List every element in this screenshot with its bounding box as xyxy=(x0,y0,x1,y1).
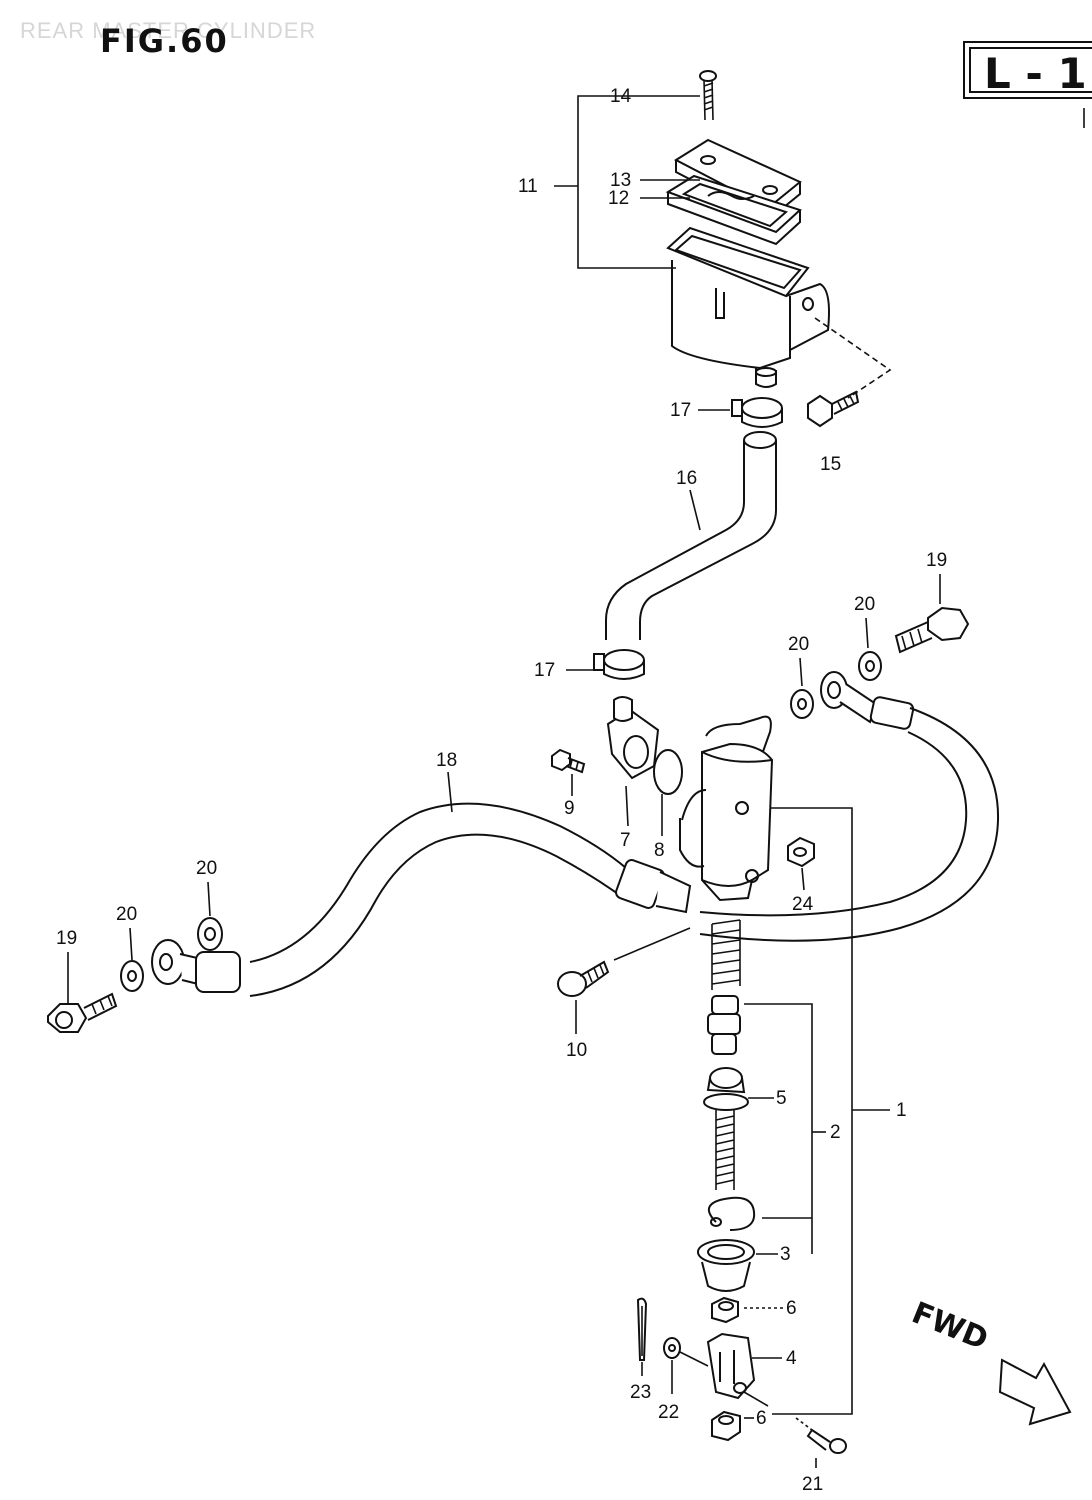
washer-hole-right-a xyxy=(865,660,875,672)
washer-part-20-left-b xyxy=(120,960,144,992)
nut-part-6-upper xyxy=(711,1296,739,1324)
callout-18: 18 xyxy=(436,750,457,771)
leader-20-right-b xyxy=(799,657,803,687)
fwd-arrow-icon xyxy=(998,1358,1072,1426)
washer-hole-22 xyxy=(668,1344,676,1352)
leader-24 xyxy=(801,867,805,891)
o-ring-part-8 xyxy=(653,749,683,795)
clamp-part-17-lower xyxy=(593,649,645,680)
forward-direction-indicator: FWD xyxy=(907,1296,1072,1426)
piston-cups xyxy=(707,995,741,1055)
callout-24: 24 xyxy=(792,894,814,915)
cylinder-body-part-1 xyxy=(679,715,774,902)
screw-part-9 xyxy=(551,748,586,774)
leader-15-dashed xyxy=(814,317,892,399)
callout-10: 10 xyxy=(566,1040,587,1061)
brake-hose-part-18 xyxy=(249,802,692,997)
banjo-bolt-part-19-right xyxy=(894,606,970,654)
callout-8: 8 xyxy=(654,840,665,861)
callout-17-upper: 17 xyxy=(670,400,691,421)
callout-20-right-b: 20 xyxy=(788,634,809,655)
washer-hole-left-a xyxy=(204,927,216,941)
reservoir-body-part-11 xyxy=(666,226,830,388)
bolt-part-15 xyxy=(807,390,860,428)
bracket-1 xyxy=(770,807,853,1415)
leader-10-axis xyxy=(613,927,691,961)
callout-11: 11 xyxy=(518,176,538,197)
washer-part-20-right-b xyxy=(790,689,814,719)
callout-21: 21 xyxy=(802,1474,823,1495)
clevis-pin-part-21 xyxy=(806,1428,847,1454)
callout-4: 4 xyxy=(786,1348,797,1369)
callout-20-left-a: 20 xyxy=(196,858,217,879)
cotter-pin-part-23 xyxy=(636,1297,648,1361)
banjo-bolt-part-19-left xyxy=(47,992,118,1033)
callout-20-left-b: 20 xyxy=(116,904,137,925)
cap-part-24 xyxy=(787,836,815,868)
banjo-fitting-left xyxy=(151,939,241,993)
pin-21-axis xyxy=(795,1417,813,1431)
callout-16: 16 xyxy=(676,468,697,489)
callout-19-left: 19 xyxy=(56,928,77,949)
push-rod-part-5 xyxy=(703,1067,749,1190)
callout-3: 3 xyxy=(780,1244,791,1265)
callout-5: 5 xyxy=(776,1088,787,1109)
callout-17-lower: 17 xyxy=(534,660,555,681)
spring xyxy=(711,919,741,990)
screw-part-14 xyxy=(699,70,717,121)
callout-7: 7 xyxy=(620,830,631,851)
leader-18 xyxy=(447,771,453,813)
washer-hole-right-b xyxy=(797,698,807,710)
nut-part-6-lower xyxy=(711,1410,741,1442)
leader-20-right-a xyxy=(865,617,869,649)
badge-text: L - 1 xyxy=(984,49,1087,98)
washer-22-axis xyxy=(679,1351,709,1367)
leader-7 xyxy=(625,785,629,827)
callout-6-upper: 6 xyxy=(786,1298,797,1319)
leader-20-left-b xyxy=(129,927,133,961)
page-badge: L - 1 xyxy=(963,41,1092,99)
callout-23: 23 xyxy=(630,1382,651,1403)
inlet-fitting-part-7 xyxy=(606,696,660,780)
callout-15: 15 xyxy=(820,454,841,475)
washer-hole-left-b xyxy=(127,970,137,982)
washer-part-22 xyxy=(663,1337,681,1359)
circlip xyxy=(708,1196,756,1231)
callout-12: 12 xyxy=(608,188,629,209)
clamp-part-17-upper xyxy=(731,397,783,428)
callout-2: 2 xyxy=(830,1122,841,1143)
callout-22: 22 xyxy=(658,1402,679,1423)
ghost-title: REAR MASTER CYLINDER xyxy=(20,18,316,43)
hose-part-16 xyxy=(605,431,777,640)
boot-part-3 xyxy=(697,1239,755,1292)
washer-part-20-left-a xyxy=(197,917,223,951)
leader-16 xyxy=(689,489,701,531)
fwd-label: FWD xyxy=(907,1296,993,1358)
washer-part-20-right-a xyxy=(858,651,882,681)
diaphragm-part-12 xyxy=(665,174,802,246)
callout-1: 1 xyxy=(896,1100,907,1121)
bolt-part-10 xyxy=(557,960,610,997)
clevis-part-4 xyxy=(706,1332,756,1400)
callout-13: 13 xyxy=(610,170,631,191)
callout-9: 9 xyxy=(564,798,575,819)
callout-6-lower: 6 xyxy=(756,1408,767,1429)
leader-11-bracket xyxy=(577,95,676,269)
brake-hose-right xyxy=(699,671,1000,942)
bracket-2 xyxy=(744,1003,813,1254)
clevis-axis xyxy=(743,1391,769,1407)
callout-19-right: 19 xyxy=(926,550,947,571)
callout-14: 14 xyxy=(610,86,632,107)
callout-20-right-a: 20 xyxy=(854,594,875,615)
leader-20-left-a xyxy=(207,881,211,917)
figure-label: FIG.60 xyxy=(100,22,229,60)
